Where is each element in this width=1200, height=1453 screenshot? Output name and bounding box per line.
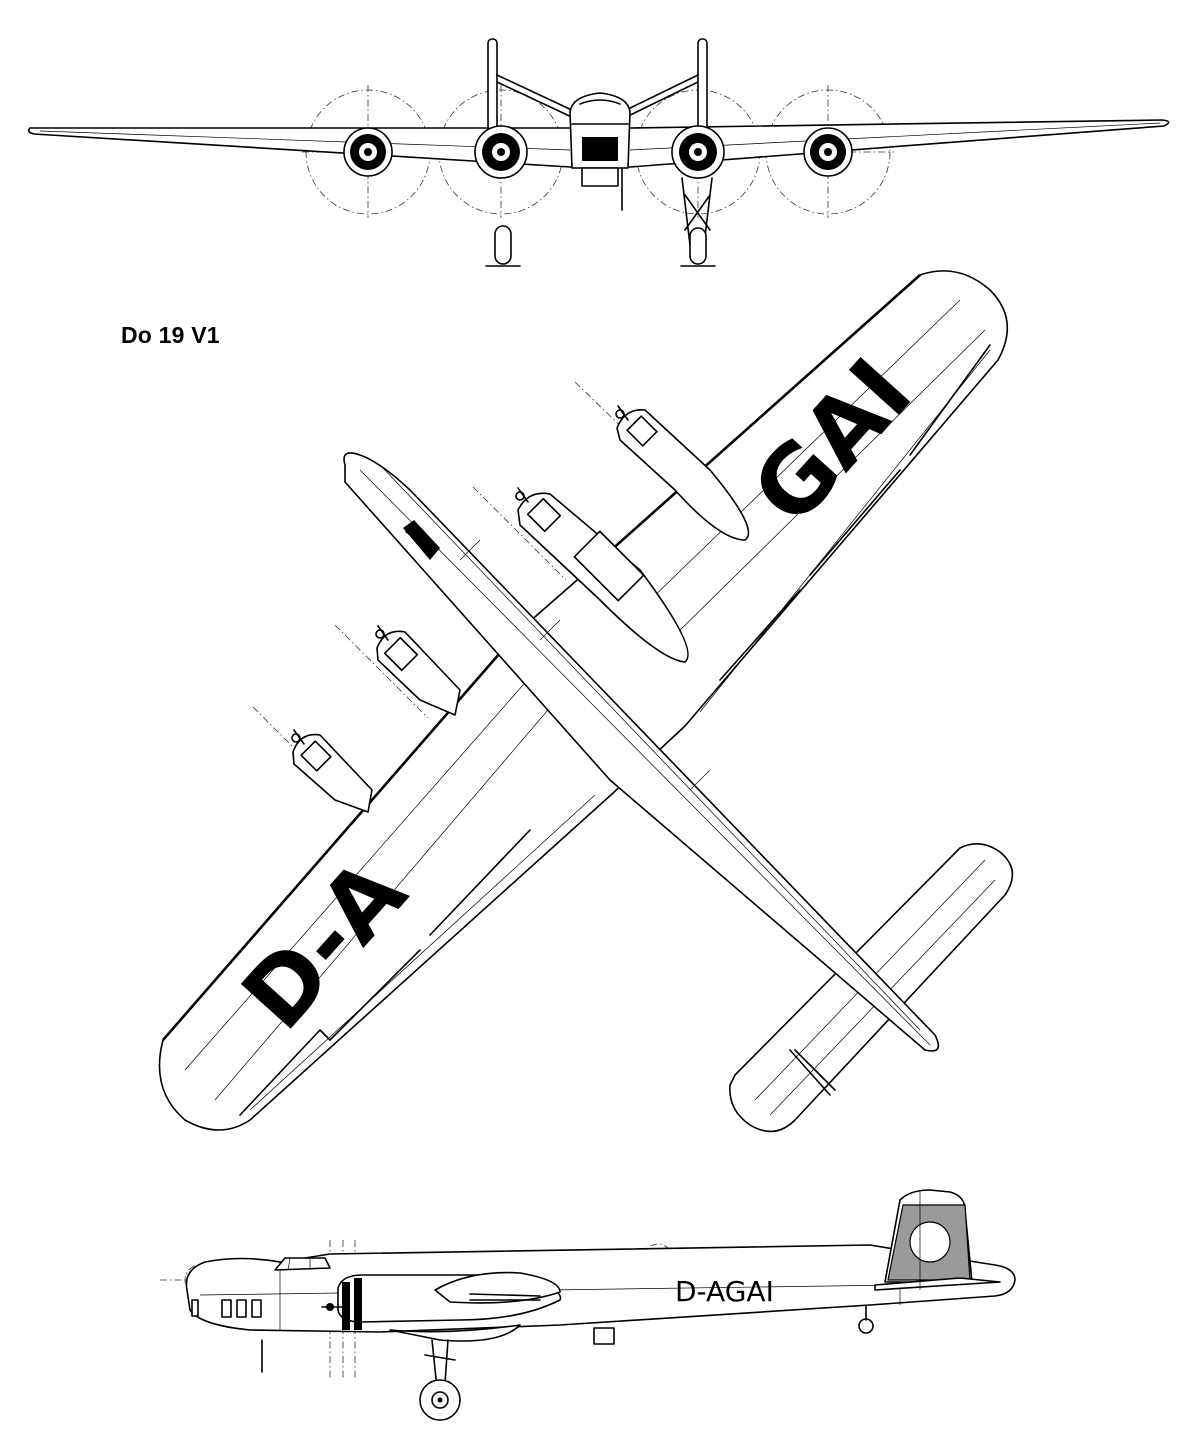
top-view: D-A GAI [158, 270, 1014, 1133]
front-engines [343, 125, 853, 179]
top-fuselage [343, 452, 940, 1052]
front-view [27, 38, 1170, 267]
aircraft-title: Do 19 V1 [121, 322, 220, 348]
top-engines [291, 405, 750, 813]
side-view: D-AGAI [160, 1189, 1016, 1421]
fuselage-registration: D-AGAI [675, 1275, 774, 1308]
